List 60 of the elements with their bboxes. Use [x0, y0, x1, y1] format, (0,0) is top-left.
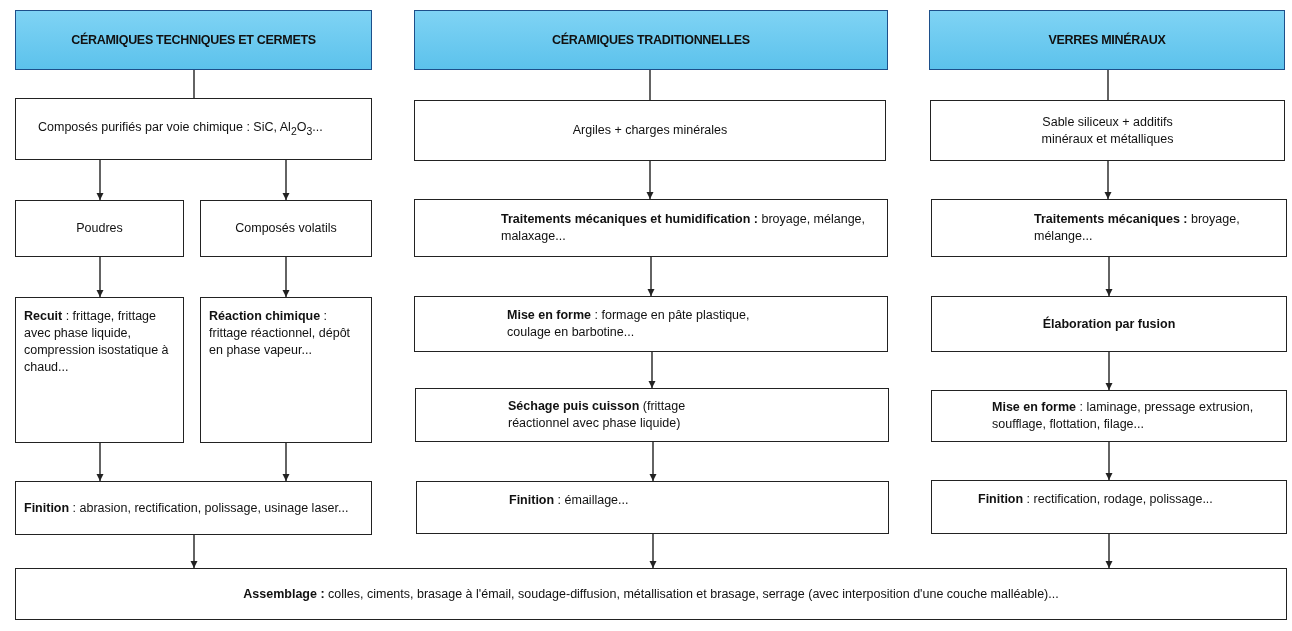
process-box: [414, 296, 888, 352]
arrow: [649, 441, 657, 482]
arrow: [282, 159, 290, 201]
process-box: [931, 199, 1287, 257]
process-box: [15, 568, 1287, 620]
arrow: [649, 533, 657, 569]
process-box: [931, 296, 1287, 352]
process-box: [930, 100, 1285, 161]
step-text: Recuit : frittage, frittage avec phase liquide, compression isostatique à chaud...: [24, 308, 170, 376]
category-header: [15, 10, 372, 70]
step-text: Traitements mécaniques : broyage, mélange...: [1034, 211, 1241, 245]
arrow: [1104, 160, 1112, 200]
step-text: Finition : abrasion, rectification, polissage, usinage laser...: [24, 499, 350, 517]
process-box: [415, 388, 889, 442]
process-box: [200, 297, 372, 443]
arrow: [282, 442, 290, 482]
step-text: Sable siliceux + additifs minéraux et métalliques: [1040, 113, 1175, 148]
process-box: [200, 200, 372, 257]
step-text: Poudres: [76, 220, 123, 237]
process-box: [931, 480, 1287, 534]
step-text: Composés volatils: [235, 220, 337, 237]
step-text: Mise en forme : formage en pâte plastique, coulage en barbotine...: [507, 307, 751, 341]
arrow: [190, 534, 198, 569]
arrow: [647, 256, 655, 297]
arrow: [646, 160, 654, 200]
arrow: [1105, 351, 1113, 391]
arrow: [96, 159, 104, 201]
step-text: Composés purifiés par voie chimique : SiC, Al$_{2}$O$_{3}$...: [38, 119, 324, 139]
connector-line: [1107, 69, 1109, 101]
category-header: [929, 10, 1285, 70]
arrow: [282, 256, 290, 298]
arrow: [1105, 256, 1113, 297]
connector-line: [193, 69, 195, 99]
step-text: Traitements mécaniques et humidification : broyage, mélange, malaxage...: [501, 211, 867, 245]
arrow: [648, 351, 656, 389]
step-text: Finition : rectification, rodage, polissage...: [978, 491, 1214, 508]
header-text: CÉRAMIQUES TECHNIQUES ET CERMETS: [71, 31, 316, 49]
process-box: [15, 481, 372, 535]
header-text: CÉRAMIQUES TRADITIONNELLES: [552, 31, 750, 49]
step-text: Argiles + charges minérales: [572, 122, 728, 139]
step-text: Finition : émaillage...: [509, 492, 630, 509]
category-header: [414, 10, 888, 70]
step-text: Assemblage : colles, ciments, brasage à l'émail, soudage-diffusion, métallisation et brasage, serrage (avec interposition d'une couche malléable)...: [243, 585, 1059, 603]
step-text: Réaction chimique : frittage réactionnel, dépôt en phase vapeur...: [209, 308, 352, 359]
process-box: [15, 98, 372, 160]
process-box: [931, 390, 1287, 442]
process-box: [15, 200, 184, 257]
arrow: [96, 442, 104, 482]
connector-line: [649, 69, 651, 101]
header-text: VERRES MINÉRAUX: [1048, 31, 1166, 49]
process-box: [416, 481, 889, 534]
step-text: Séchage puis cuisson (frittage réactionnel avec phase liquide): [508, 398, 687, 432]
process-box: [15, 297, 184, 443]
arrow: [1105, 441, 1113, 481]
arrow: [1105, 533, 1113, 569]
step-text: Mise en forme : laminage, pressage extrusion, soufflage, flottation, filage...: [992, 399, 1255, 433]
process-box: [414, 100, 886, 161]
process-box: [414, 199, 888, 257]
arrow: [96, 256, 104, 298]
step-text: Élaboration par fusion: [1042, 315, 1176, 333]
